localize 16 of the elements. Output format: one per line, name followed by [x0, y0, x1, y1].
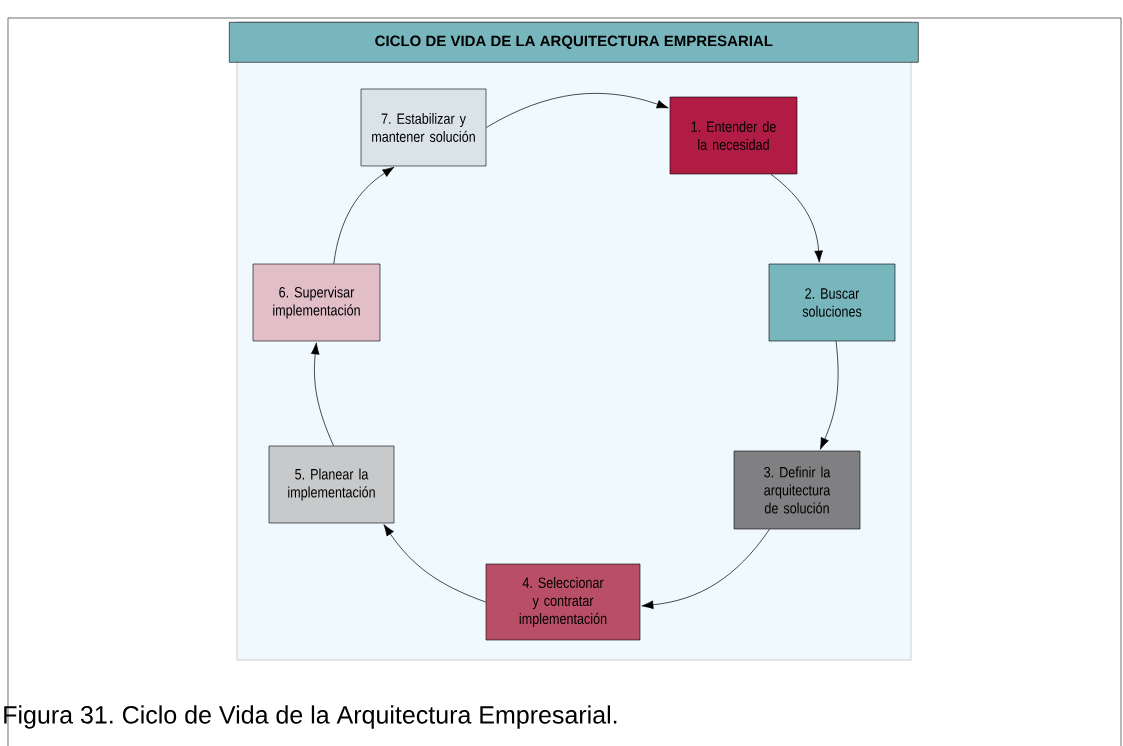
step-box: 7. Estabilizar y mantener solución [360, 88, 487, 167]
title-band: CICLO DE VIDA DE LA ARQUITECTURA EMPRESARIAL [229, 22, 919, 63]
step-box: 3. Definir la arquitectura de solución [733, 450, 861, 530]
arrow [383, 524, 487, 603]
step-box: 4. Seleccionar y contratar implementación [485, 563, 641, 641]
arrow [311, 342, 334, 447]
arrow [770, 173, 823, 263]
arrow [820, 340, 839, 450]
step-box: 5. Planear la implementación [268, 445, 395, 524]
arrow [641, 528, 770, 610]
caption: Figura 31. Ciclo de Vida de la Arquitectura Empresarial. [4, 705, 617, 729]
step-box: 6. Supervisar implementación [252, 263, 381, 342]
arrow [485, 93, 669, 128]
step-box: 1. Entender de la necesidad [669, 96, 798, 175]
arrow [333, 166, 395, 265]
step-box: 2. Buscar soluciones [768, 263, 896, 342]
